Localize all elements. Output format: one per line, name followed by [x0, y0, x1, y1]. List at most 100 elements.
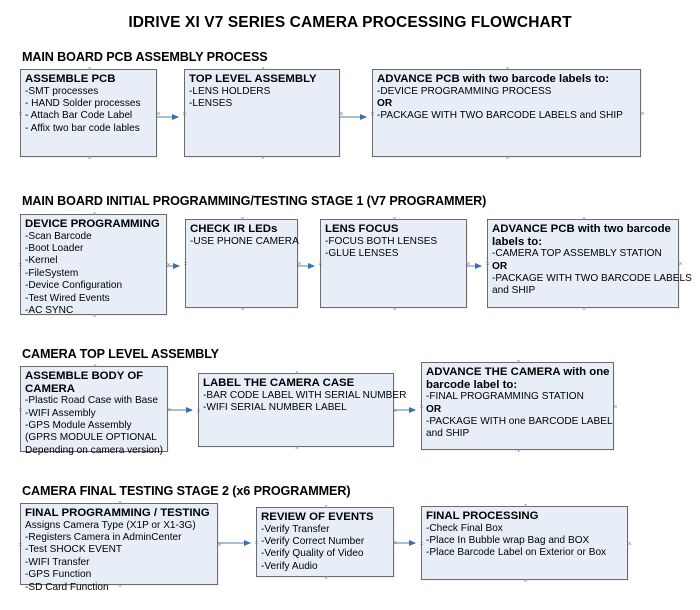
handle-right-icon[interactable] [166, 263, 171, 268]
node-body: LENS FOCUS-FOCUS BOTH LENSES-GLUE LENSES [321, 220, 466, 262]
node-line: -FINAL PROGRAMMING STATION [426, 391, 584, 403]
node-line: -BAR CODE LABEL WITH SERIAL NUMBER [203, 389, 407, 401]
node-body: ADVANCE PCB with two barcode labels to:-… [373, 70, 640, 125]
node-line: -Verify Quality of Video [261, 548, 364, 560]
node-body: TOP LEVEL ASSEMBLY-LENS HOLDERS-LENSES [185, 70, 339, 112]
node-body: DEVICE PROGRAMMING-Scan Barcode-Boot Loa… [21, 215, 166, 319]
node-line: -GPS Function [25, 569, 92, 581]
node-lens-focus[interactable]: LENS FOCUS-FOCUS BOTH LENSES-GLUE LENSES [320, 219, 467, 308]
handle-right-icon[interactable] [156, 112, 161, 117]
handle-bottom-icon[interactable] [324, 576, 329, 581]
node-review-of-events[interactable]: REVIEW OF EVENTS-Verify Transfer-Verify … [256, 507, 394, 577]
node-line: -PACKAGE WITH TWO BARCODE LABELS [492, 273, 692, 284]
node-body: LABEL THE CAMERA CASE-BAR CODE LABEL WIT… [199, 374, 407, 416]
handle-bottom-icon[interactable] [392, 307, 397, 312]
node-advance-pcb-two-barcode-labels[interactable]: ADVANCE PCB with two barcode labels to:-… [372, 69, 641, 157]
node-line: OR [426, 403, 442, 415]
handle-bottom-icon[interactable] [240, 307, 245, 312]
node-line: -Scan Barcode [25, 230, 92, 242]
node-line: -USE PHONE CAMERA [190, 235, 299, 247]
node-title: ASSEMBLE PCB [25, 73, 116, 85]
handle-bottom-icon[interactable] [261, 156, 266, 161]
node-body: REVIEW OF EVENTS-Verify Transfer-Verify … [257, 508, 393, 575]
node-title: TOP LEVEL ASSEMBLY [189, 73, 317, 85]
node-body: ADVANCE PCB with two barcode labels to:-… [488, 220, 692, 300]
handle-bottom-icon[interactable] [87, 156, 92, 161]
section-heading-camera-top-level-assembly: CAMERA TOP LEVEL ASSEMBLY [22, 347, 219, 361]
handle-right-icon[interactable] [393, 409, 398, 414]
node-line: -Verify Transfer [261, 523, 330, 535]
section-heading-main-board-pcb-assembly-process: MAIN BOARD PCB ASSEMBLY PROCESS [22, 50, 268, 64]
handle-bottom-icon[interactable] [295, 446, 300, 451]
handle-right-icon[interactable] [613, 405, 618, 410]
node-line: -CAMERA TOP ASSEMBLY STATION [492, 248, 662, 260]
handle-right-icon[interactable] [466, 262, 471, 267]
node-line: -DEVICE PROGRAMMING PROCESS [377, 85, 552, 97]
handle-left-icon[interactable] [183, 262, 188, 267]
node-line: - Attach Bar Code Label [25, 110, 133, 122]
handle-bottom-icon[interactable] [582, 307, 587, 312]
node-line: -FOCUS BOTH LENSES [325, 235, 438, 247]
node-title: REVIEW OF EVENTS [261, 511, 374, 523]
node-line: -Plastic Road Case with Base [25, 395, 158, 407]
node-line: -LENSES [189, 98, 233, 109]
node-line: -WIFI Assembly [25, 407, 96, 419]
node-line: -PACKAGE WITH TWO BARCODE LABELS and SHI… [377, 110, 623, 122]
node-body: FINAL PROCESSING -Check Final Box -Place … [422, 507, 627, 562]
node-line: and SHIP [492, 285, 536, 297]
section-heading-main-board-initial-programming-testing-stage-1: MAIN BOARD INITIAL PROGRAMMING/TESTING S… [22, 194, 487, 208]
handle-right-icon[interactable] [217, 543, 222, 548]
handle-bottom-icon[interactable] [516, 449, 521, 454]
handle-right-icon[interactable] [339, 112, 344, 117]
node-top-level-assembly[interactable]: TOP LEVEL ASSEMBLY-LENS HOLDERS-LENSES [184, 69, 340, 157]
node-line: -Kernel [25, 255, 58, 267]
node-line: -Test SHOCK EVENT [25, 544, 123, 556]
handle-bottom-icon[interactable] [505, 156, 510, 161]
node-title: CHECK IR LEDs [190, 223, 278, 235]
node-line: -Verify Correct Number [261, 536, 365, 547]
node-advance-camera-one-barcode-label[interactable]: ADVANCE THE CAMERA with one barcode labe… [421, 362, 614, 450]
node-title: FINAL PROGRAMMING / TESTING [25, 507, 210, 519]
node-line: - Affix two bar code lables [25, 122, 140, 134]
node-line: -Place Barcode Label on Exterior or Box [426, 547, 607, 559]
handle-right-icon[interactable] [393, 541, 398, 546]
handle-left-icon[interactable] [318, 262, 323, 267]
handle-right-icon[interactable] [678, 262, 683, 267]
node-assemble-body-of-camera[interactable]: ASSEMBLE BODY OF CAMERA-Plastic Road Cas… [20, 366, 168, 456]
node-line: and SHIP [426, 428, 470, 440]
handle-right-icon[interactable] [640, 112, 645, 117]
node-title: ASSEMBLE BODY OF CAMERA [25, 370, 144, 395]
node-device-programming[interactable]: DEVICE PROGRAMMING-Scan Barcode-Boot Loa… [20, 214, 167, 316]
node-label-the-camera-case[interactable]: LABEL THE CAMERA CASE-BAR CODE LABEL WIT… [198, 373, 407, 447]
node-final-processing[interactable]: FINAL PROCESSING -Check Final Box -Place … [421, 506, 628, 580]
node-line: -Device Configuration [25, 280, 123, 292]
handle-right-icon[interactable] [627, 542, 632, 547]
node-line: -AC SYNC [25, 305, 74, 317]
node-line: -GPS Module Assembly [25, 420, 132, 431]
node-title: ADVANCE PCB with two barcode labels to: [377, 73, 610, 85]
node-line: -Registers Camera in AdminCenter [25, 532, 182, 543]
node-line: -GLUE LENSES [325, 248, 399, 259]
node-line: -PACKAGE WITH one BARCODE LABEL [426, 416, 613, 427]
node-check-ir-leds[interactable]: CHECK IR LEDs-USE PHONE CAMERA [183, 219, 299, 308]
node-assemble-pcb[interactable]: ASSEMBLE PCB-SMT processes- HAND Solder … [20, 69, 157, 157]
node-title: ADVANCE PCB with two barcode labels to: [492, 223, 671, 248]
handle-bottom-icon[interactable] [523, 579, 528, 584]
node-advance-pcb-camera-top-assembly[interactable]: ADVANCE PCB with two barcode labels to:-… [487, 219, 692, 308]
node-title: FINAL PROCESSING [426, 510, 539, 522]
node-line: -Verify Audio [261, 560, 318, 572]
node-body: ADVANCE THE CAMERA with one barcode labe… [422, 363, 613, 443]
node-line: -Check Final Box [426, 522, 503, 534]
node-line: Depending on camera version) [25, 444, 164, 456]
handle-right-icon[interactable] [297, 262, 302, 267]
handle-right-icon[interactable] [167, 408, 172, 413]
section-heading-camera-final-testing-stage-2: CAMERA FINAL TESTING STAGE 2 (x6 PROGRAM… [22, 484, 351, 498]
node-line: OR [377, 98, 393, 109]
node-line: -WIFI SERIAL NUMBER LABEL [203, 402, 347, 413]
node-line: Assigns Camera Type (X1P or X1-3G) [25, 519, 196, 531]
node-line: -SMT processes [25, 85, 99, 97]
node-line: OR [492, 260, 508, 272]
node-line: -Boot Loader [25, 243, 84, 254]
